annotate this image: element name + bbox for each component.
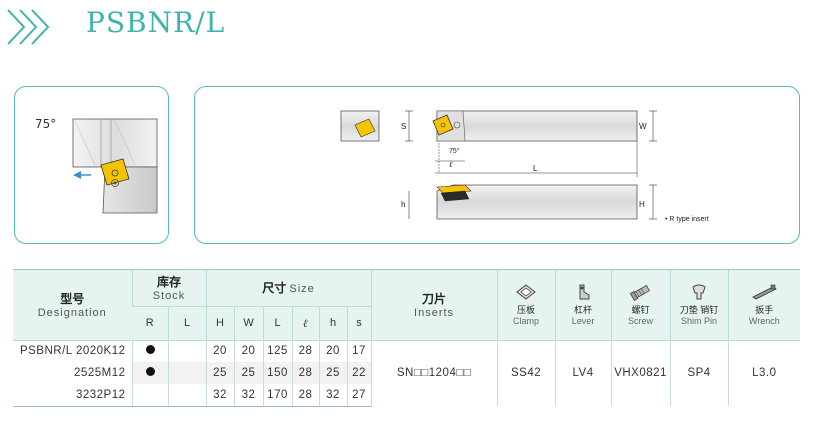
stock-col-L: L	[167, 306, 207, 341]
spec-table: 型号 Designation 库存 Stock 尺寸 Size 刀片 Inser…	[13, 270, 801, 407]
stock-r-cell	[131, 362, 168, 384]
screw-cell: VHX0821	[610, 340, 671, 406]
lever-cell: LV4	[554, 340, 612, 406]
size-H-cell: 20	[205, 340, 235, 362]
screw-icon	[629, 285, 650, 302]
size-header: 尺寸 Size	[205, 270, 372, 307]
in-stock-dot	[145, 367, 155, 376]
size-col-W: W	[233, 306, 264, 341]
stock-r-cell	[131, 384, 168, 407]
dim-H-label: H	[639, 200, 645, 209]
shim-pin-icon	[692, 284, 706, 300]
size-H-cell: 25	[205, 362, 235, 384]
size-h-cell: 32	[318, 384, 348, 407]
angle-label: 75°	[35, 117, 57, 131]
page-header: PSBNR/L	[0, 0, 813, 50]
size-s-cell: 17	[346, 340, 372, 362]
designation-cell: 2525M12	[74, 367, 126, 379]
wrench-header: 扳手 Wrench	[727, 270, 801, 341]
dim-L-label: L	[533, 164, 538, 173]
dimension-drawing-panel: S W 75° ℓ L h H • R type insert	[194, 86, 800, 244]
clamp-icon	[516, 284, 536, 300]
stock-l-cell	[167, 340, 207, 362]
size-h-cell: 20	[318, 340, 348, 362]
wrench-cell: L3.0	[727, 340, 801, 406]
tool-top-view-illustration	[72, 118, 158, 214]
designation-cell: PSBNR/L 2020K12	[19, 345, 126, 358]
size-h-cell: 25	[318, 362, 348, 384]
designation-header: 型号 Designation	[13, 270, 132, 341]
wrench-icon	[752, 284, 778, 300]
dim-s-label: S	[401, 122, 406, 131]
stock-header: 库存 Stock	[131, 270, 207, 307]
r-type-note: • R type insert	[665, 216, 709, 223]
triple-chevron-icon	[7, 9, 50, 45]
spec-table-wrapper: 型号 Designation 库存 Stock 尺寸 Size 刀片 Inser…	[13, 270, 801, 407]
screw-header: 螺钉 Screw	[610, 270, 671, 341]
table-row: 3232P12 32 32 170 28 32 27	[13, 384, 800, 407]
angle-mark: 75°	[449, 147, 460, 155]
inserts-header: 刀片 Inserts	[370, 270, 498, 341]
stock-col-R: R	[132, 306, 168, 341]
page-title: PSBNR/L	[86, 6, 226, 39]
size-L-cell: 150	[262, 362, 293, 384]
size-l-cell: 28	[291, 384, 320, 407]
size-L-cell: 170	[262, 384, 293, 407]
tool-dimension-drawing: S W 75° ℓ L h H • R type insert	[340, 110, 709, 223]
designation-cell: 3232P12	[13, 384, 132, 407]
dim-l-small-label: ℓ	[449, 160, 453, 169]
shim-pin-cell: SP4	[669, 340, 729, 406]
size-L-cell: 125	[262, 340, 293, 362]
shim-pin-header: 刀垫 销钉 Shim Pin	[669, 270, 729, 341]
dim-h-left-label: h	[401, 200, 405, 209]
size-s-cell: 22	[346, 362, 372, 384]
size-col-L: L	[262, 306, 293, 341]
size-col-h: h	[318, 306, 348, 341]
size-s-cell: 27	[346, 384, 372, 407]
in-stock-dot	[145, 345, 155, 355]
stock-l-cell	[167, 362, 207, 384]
stock-r-cell	[131, 340, 168, 362]
size-col-H: H	[205, 306, 235, 341]
size-l-cell: 28	[291, 362, 320, 384]
clamp-header: 压板 Clamp	[496, 270, 556, 341]
size-col-l: ℓ	[291, 306, 320, 341]
table-row: PSBNR/L 2020K12 20 20 125 28 20 17 SN□□1…	[13, 340, 801, 406]
dim-w-label: W	[639, 122, 647, 131]
size-col-s: s	[346, 306, 372, 341]
clamp-cell: SS42	[496, 340, 556, 406]
stock-l-cell	[167, 384, 207, 407]
size-H-cell: 32	[205, 384, 235, 407]
size-l-cell: 28	[291, 340, 320, 362]
size-W-cell: 20	[233, 340, 264, 362]
insert-cell: SN□□1204□□	[370, 340, 498, 406]
lever-icon	[579, 284, 590, 300]
size-W-cell: 32	[233, 384, 264, 407]
approach-angle-panel: 75°	[14, 86, 169, 244]
lever-header: 杠杆 Lever	[554, 270, 612, 341]
table-row: 2525M12 25 25 150 28 25 22	[13, 362, 800, 384]
size-W-cell: 25	[233, 362, 264, 384]
